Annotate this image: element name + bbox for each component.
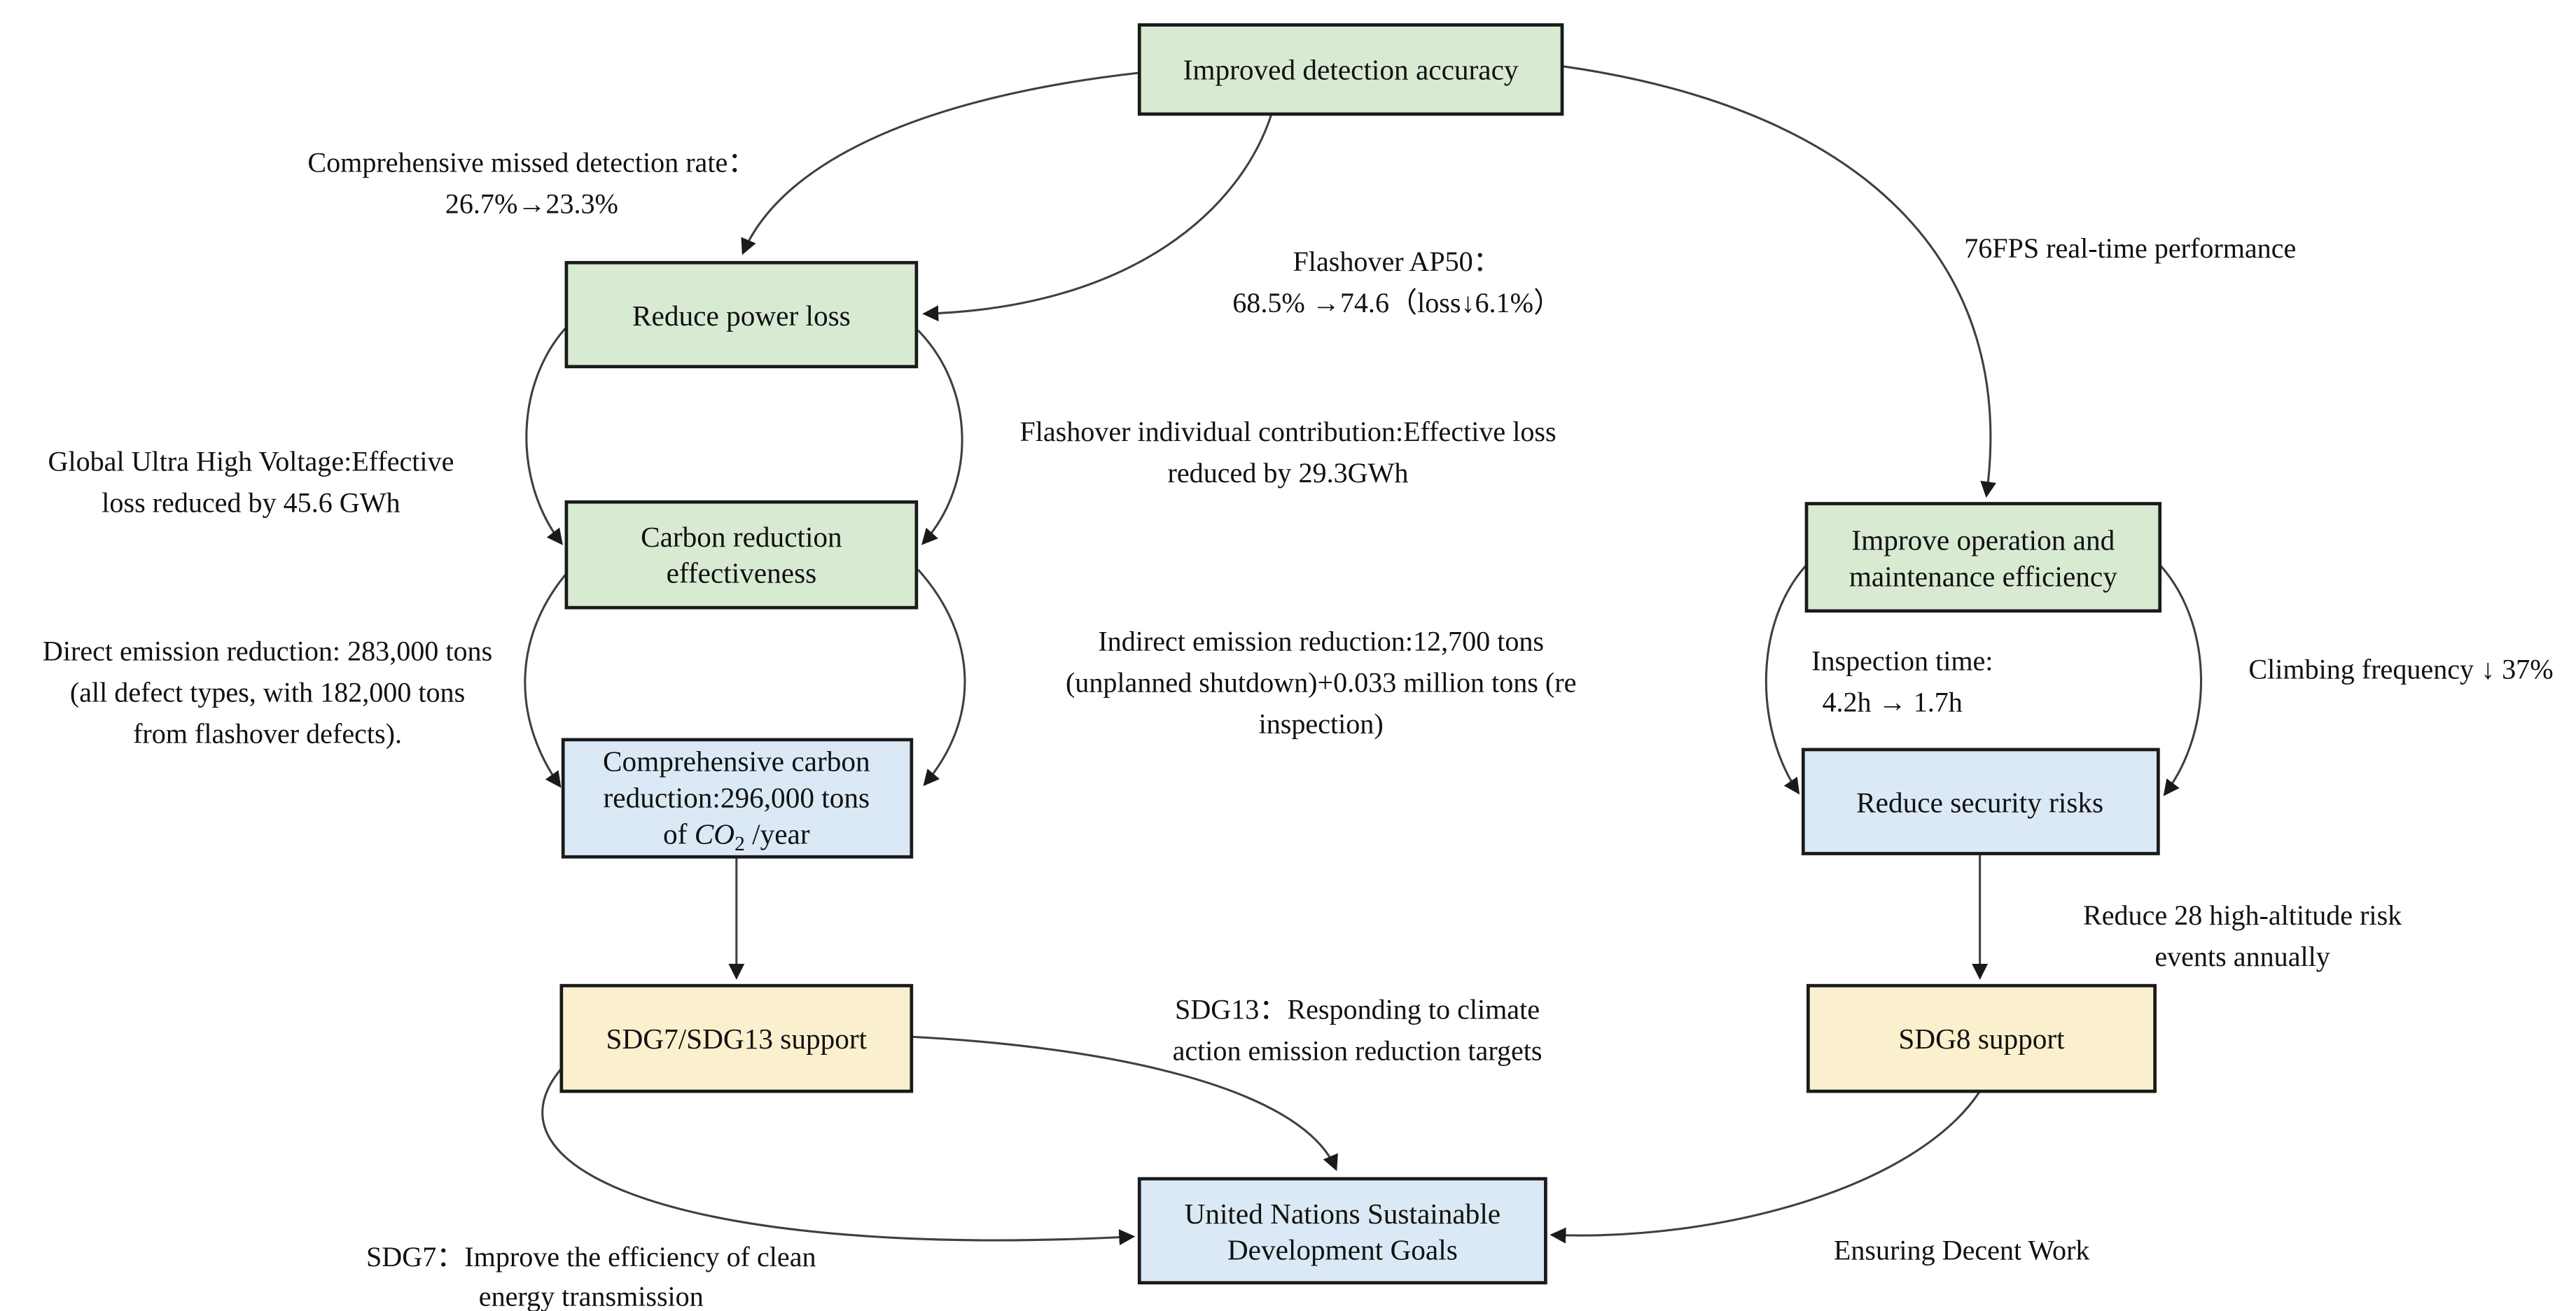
- label-line: energy transmission: [479, 1281, 704, 1311]
- label-risk-events: Reduce 28 high-altitude risk events annu…: [2083, 899, 2402, 972]
- edge-sdg713-to-un-top: [911, 1035, 1338, 1172]
- label-line: (unplanned shutdown)+0.033 million tons …: [1066, 666, 1576, 698]
- label-inspection-time: Inspection time: 4.2h → 1.7h: [1811, 645, 1993, 718]
- label-decent-work: Ensuring Decent Work: [1834, 1235, 2091, 1266]
- label-sdg7-note: SDG7：Improve the efficiency of clean ene…: [366, 1241, 816, 1311]
- label-line: 26.7%→23.3%: [445, 188, 618, 219]
- label-line: Flashover AP50：: [1293, 246, 1501, 277]
- node-label: Reduce power loss: [632, 300, 851, 332]
- label-direct-emission: Direct emission reduction: 283,000 tons …: [43, 636, 492, 750]
- label-line: from flashover defects).: [133, 717, 402, 749]
- edge-detection-to-power-ap50: [922, 113, 1273, 322]
- node-label: Improved detection accuracy: [1183, 53, 1519, 85]
- label-line: reduced by 29.3GWh: [1168, 457, 1409, 489]
- label-line: Direct emission reduction: 283,000 tons: [43, 636, 492, 667]
- node-box: [1806, 983, 2157, 1093]
- label-line: Comprehensive missed detection rate：: [307, 147, 756, 178]
- node-label: SDG7/SDG13 support: [606, 1023, 868, 1055]
- node-comprehensive-carbon-reduction: Comprehensive carbon reduction:296,000 t…: [561, 738, 914, 859]
- node-label-line2: effectiveness: [667, 557, 817, 589]
- label-line: loss reduced by 45.6 GWh: [102, 486, 400, 518]
- edge-detection-to-oam: [1561, 65, 1997, 498]
- label-line: Indirect emission reduction:12,700 tons: [1098, 625, 1544, 657]
- node-un-sdg: United Nations Sustainable Development G…: [1137, 1177, 1547, 1285]
- edge-sdg713-to-un-left: [541, 1065, 1136, 1246]
- node-box: [1137, 1177, 1547, 1285]
- label-line: Global Ultra High Voltage:Effective: [48, 445, 454, 477]
- node-carbon-reduction-effectiveness: Carbon reduction effectiveness: [564, 500, 919, 610]
- node-box: [1801, 748, 2160, 855]
- co2-subscript: 2: [734, 833, 745, 855]
- label-climbing-frequency: Climbing frequency ↓ 37%: [2248, 654, 2553, 685]
- label-global-uhv: Global Ultra High Voltage:Effective loss…: [48, 445, 454, 518]
- node-label-line1: Carbon reduction: [641, 521, 842, 553]
- edge-oam-to-security-right: [2155, 561, 2202, 797]
- node-box: [559, 983, 914, 1093]
- label-line: SDG7：Improve the efficiency of clean: [366, 1241, 816, 1273]
- label-indirect-emission: Indirect emission reduction:12,700 tons …: [1066, 625, 1576, 739]
- label-line: Reduce 28 high-altitude risk: [2083, 899, 2402, 931]
- node-label-line1: Improve operation and: [1851, 524, 2115, 556]
- edge-sdg8-to-un: [1550, 1091, 1981, 1244]
- node-label-line2: reduction:296,000 tons: [604, 781, 870, 813]
- node-sdg7-sdg13-support: SDG7/SDG13 support: [559, 983, 914, 1093]
- label-sdg13-note: SDG13：Responding to climate action emiss…: [1173, 993, 1543, 1066]
- label-flashover-ap50: Flashover AP50： 68.5% →74.6（loss↓6.1%）: [1232, 246, 1561, 318]
- label-line: 68.5% →74.6（loss↓6.1%）: [1232, 287, 1561, 318]
- edge-carbon-to-comprehensive-right: [917, 568, 966, 787]
- node-sdg8-support: SDG8 support: [1806, 983, 2157, 1093]
- edge-power-to-carbon-left: [525, 323, 571, 545]
- node-label-line2: Development Goals: [1227, 1234, 1458, 1266]
- label-line: Inspection time:: [1811, 645, 1993, 677]
- label-line: 76FPS real-time performance: [1964, 232, 2296, 264]
- label-line: events annually: [2154, 941, 2330, 972]
- label-line: Climbing frequency ↓ 37%: [2248, 654, 2553, 685]
- edge-detection-to-power: [741, 71, 1140, 255]
- node-improve-oam-efficiency: Improve operation and maintenance effici…: [1804, 502, 2162, 613]
- node-label-line1: United Nations Sustainable: [1185, 1198, 1501, 1230]
- label-line: action emission reduction targets: [1173, 1035, 1543, 1066]
- label-line: 4.2h → 1.7h: [1822, 687, 1962, 718]
- node-box: [1137, 23, 1564, 116]
- node-label-line1: Comprehensive carbon: [603, 745, 870, 778]
- node-box: [564, 500, 919, 610]
- label-line: inspection): [1259, 708, 1384, 739]
- edge-carbon-to-comprehensive-left: [524, 568, 571, 788]
- co2-suffix: /year: [745, 818, 810, 850]
- node-reduce-power-loss: Reduce power loss: [564, 260, 919, 369]
- label-line: Flashover individual contribution:Effect…: [1019, 416, 1556, 447]
- edge-power-to-carbon-right: [917, 329, 963, 545]
- node-label: SDG8 support: [1898, 1023, 2065, 1055]
- label-missed-detection-rate: Comprehensive missed detection rate： 26.…: [307, 147, 756, 220]
- node-reduce-security-risks: Reduce security risks: [1801, 748, 2160, 855]
- label-76fps: 76FPS real-time performance: [1964, 232, 2296, 264]
- label-flashover-contribution: Flashover individual contribution:Effect…: [1019, 416, 1556, 489]
- node-label: Reduce security risks: [1856, 787, 2103, 819]
- node-box: [564, 260, 919, 369]
- co2-formula: CO: [695, 818, 734, 850]
- co2-prefix: of: [663, 818, 695, 850]
- label-line: Ensuring Decent Work: [1834, 1235, 2091, 1266]
- node-label-line3: of CO2 /year: [663, 818, 810, 855]
- label-line: (all defect types, with 182,000 tons: [70, 677, 465, 708]
- node-improved-detection-accuracy: Improved detection accuracy: [1137, 23, 1564, 116]
- node-box: [1804, 502, 2162, 613]
- edge-oam-to-security-left: [1764, 561, 1811, 795]
- label-line: SDG13：Responding to climate: [1175, 993, 1540, 1025]
- node-label-line2: maintenance efficiency: [1849, 560, 2117, 592]
- node-box: [561, 738, 914, 859]
